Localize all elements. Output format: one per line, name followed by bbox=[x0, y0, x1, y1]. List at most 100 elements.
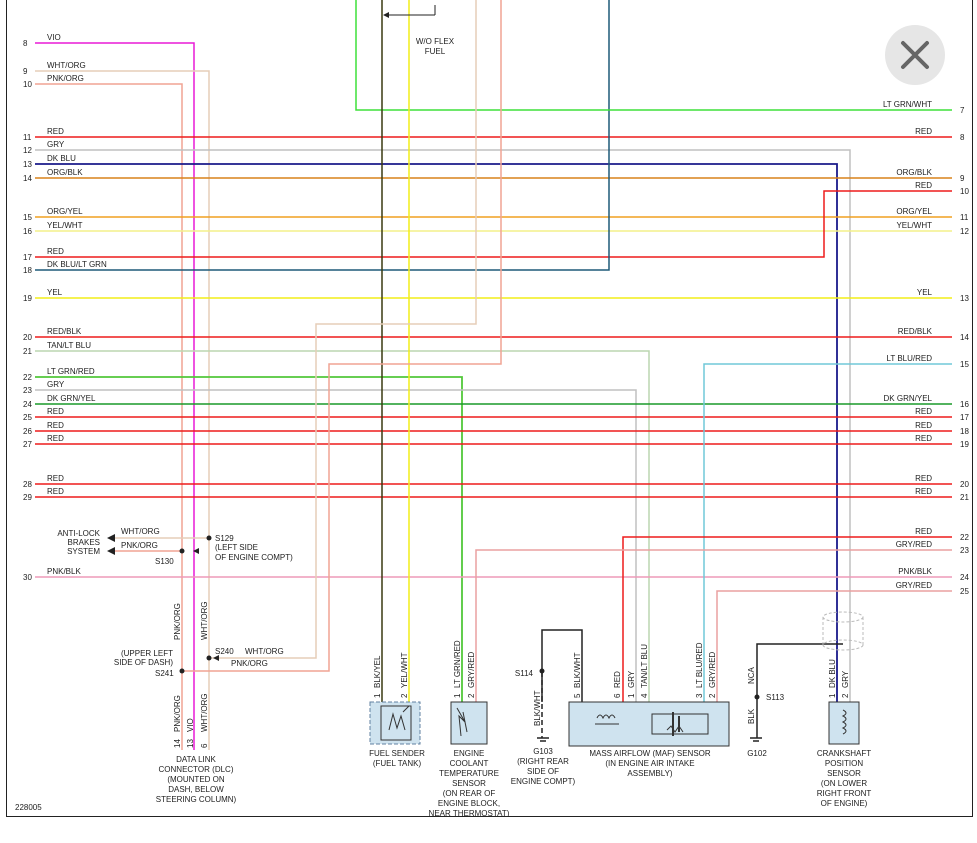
fuel-sender-label-1: (FUEL TANK) bbox=[373, 759, 422, 768]
maf-wire-2: GRY bbox=[627, 670, 636, 688]
right-label-18: RED bbox=[915, 421, 932, 430]
right-label-15: LT BLU/RED bbox=[887, 354, 933, 363]
right-pin-22: 22 bbox=[960, 533, 969, 542]
right-pin-20: 20 bbox=[960, 480, 969, 489]
abs-wire-bottom: PNK/ORG bbox=[121, 541, 158, 550]
dash-splice-bottom: S241 bbox=[155, 669, 174, 678]
left-label-19: YEL bbox=[47, 288, 63, 297]
dash-wire-top: WHT/ORG bbox=[245, 647, 284, 656]
left-pin-16: 16 bbox=[23, 227, 32, 236]
right-pin-13: 13 bbox=[960, 294, 969, 303]
left-label-9: WHT/ORG bbox=[47, 61, 86, 70]
abs-splice-top: S129 bbox=[215, 534, 234, 543]
dlc-pin-6: 6 bbox=[200, 743, 209, 748]
dlc-pin-14: 14 bbox=[173, 739, 182, 748]
ckp-pin-2: 2 bbox=[841, 693, 850, 698]
right-pin-19: 19 bbox=[960, 440, 969, 449]
ect-label-6: NEAR THERMOSTAT) bbox=[429, 809, 510, 817]
abs-arrows-icon bbox=[107, 534, 219, 661]
dlc-v-upper-1: WHT/ORG bbox=[200, 601, 209, 640]
dlc-v-upper-0: PNK/ORG bbox=[173, 603, 182, 640]
ect-label-5: ENGINE BLOCK, bbox=[438, 799, 500, 808]
left-pin-25: 25 bbox=[23, 413, 32, 422]
left-label-23: GRY bbox=[47, 380, 65, 389]
left-label-10: PNK/ORG bbox=[47, 74, 84, 83]
left-pin-23: 23 bbox=[23, 386, 32, 395]
left-label-17: RED bbox=[47, 247, 64, 256]
right-pin-25: 25 bbox=[960, 587, 969, 596]
close-button[interactable] bbox=[885, 25, 945, 85]
left-label-11: RED bbox=[47, 127, 64, 136]
maf-sensor-body bbox=[568, 701, 730, 747]
left-label-18: DK BLU/LT GRN bbox=[47, 260, 107, 269]
right-label-9: ORG/BLK bbox=[896, 168, 932, 177]
abs-label-0: ANTI-LOCK bbox=[57, 529, 100, 538]
ckp-pin-1: 1 bbox=[828, 693, 837, 698]
right-pin-18: 18 bbox=[960, 427, 969, 436]
left-label-27: RED bbox=[47, 434, 64, 443]
right-pin-8: 8 bbox=[960, 133, 965, 142]
right-pin-14: 14 bbox=[960, 333, 969, 342]
splice-s130 bbox=[179, 548, 185, 554]
maf-wire-4: LT BLU/RED bbox=[695, 642, 704, 688]
maf-wire-1: RED bbox=[613, 671, 622, 688]
left-pin-20: 20 bbox=[23, 333, 32, 342]
ckp-label-5: OF ENGINE) bbox=[821, 799, 868, 808]
dlc-label-0: DATA LINK bbox=[176, 755, 216, 764]
wire-wht-org-v bbox=[209, 0, 477, 659]
wire-blk-wht-g103 bbox=[541, 629, 583, 702]
ckp-shield-icon bbox=[822, 611, 864, 651]
left-label-12: GRY bbox=[47, 140, 65, 149]
right-label-17: RED bbox=[915, 407, 932, 416]
dlc-label-1: CONNECTOR (DLC) bbox=[159, 765, 234, 774]
ect-label-2: TEMPERATURE bbox=[439, 769, 499, 778]
maf-wire-3: TAN/LT BLU bbox=[640, 644, 649, 688]
left-pin-17: 17 bbox=[23, 253, 32, 262]
maf-wire-5: GRY/RED bbox=[708, 651, 717, 688]
g103-label-2: SIDE OF bbox=[527, 767, 559, 776]
fuel-pin-1: 1 bbox=[373, 693, 382, 698]
left-label-28: RED bbox=[47, 474, 64, 483]
ect-label-0: ENGINE bbox=[454, 749, 485, 758]
dlc-v-lower-2: WHT/ORG bbox=[200, 693, 209, 732]
right-pin-11: 11 bbox=[960, 213, 969, 222]
left-pin-8: 8 bbox=[23, 39, 28, 48]
right-pin-21: 21 bbox=[960, 493, 969, 502]
left-pin-27: 27 bbox=[23, 440, 32, 449]
right-label-22: RED bbox=[915, 527, 932, 536]
wo-flex-fuel-1: FUEL bbox=[425, 47, 446, 56]
dash-note-0: (UPPER LEFT bbox=[121, 649, 173, 658]
left-pin-9: 9 bbox=[23, 67, 28, 76]
g102-wire-top: NCA bbox=[747, 666, 756, 684]
left-label-26: RED bbox=[47, 421, 64, 430]
g103-splice: S114 bbox=[515, 669, 534, 678]
g103-label-1: (RIGHT REAR bbox=[517, 757, 569, 766]
close-icon bbox=[901, 41, 929, 69]
dlc-v-lower-1: VIO bbox=[186, 718, 195, 732]
left-label-15: ORG/YEL bbox=[47, 207, 83, 216]
wire-nca-g102 bbox=[756, 643, 843, 738]
fuel-wire-2: YEL/WHT bbox=[400, 652, 409, 688]
right-label-8: RED bbox=[915, 127, 932, 136]
right-label-25: GRY/RED bbox=[896, 581, 933, 590]
left-label-21: TAN/LT BLU bbox=[47, 341, 91, 350]
right-pin-15: 15 bbox=[960, 360, 969, 369]
left-label-24: DK GRN/YEL bbox=[47, 394, 96, 403]
maf-pin-4: 4 bbox=[640, 693, 649, 698]
wire-lt-grn-red bbox=[35, 376, 463, 702]
left-label-14: ORG/BLK bbox=[47, 168, 83, 177]
right-label-10: RED bbox=[915, 181, 932, 190]
g103-label-0: G103 bbox=[533, 747, 553, 756]
ect-pin-1: 1 bbox=[453, 693, 462, 698]
ckp-label-3: (ON LOWER bbox=[821, 779, 867, 788]
left-pin-13: 13 bbox=[23, 160, 32, 169]
left-label-8: VIO bbox=[47, 33, 61, 42]
splice-s129 bbox=[206, 535, 212, 541]
fuel-wire-1: BLK/YEL bbox=[373, 655, 382, 688]
ckp-label-4: RIGHT FRONT bbox=[817, 789, 872, 798]
right-pin-16: 16 bbox=[960, 400, 969, 409]
left-pin-11: 11 bbox=[23, 133, 32, 142]
fuel-sender-label-0: FUEL SENDER bbox=[369, 749, 425, 758]
g102-label: G102 bbox=[747, 749, 767, 758]
